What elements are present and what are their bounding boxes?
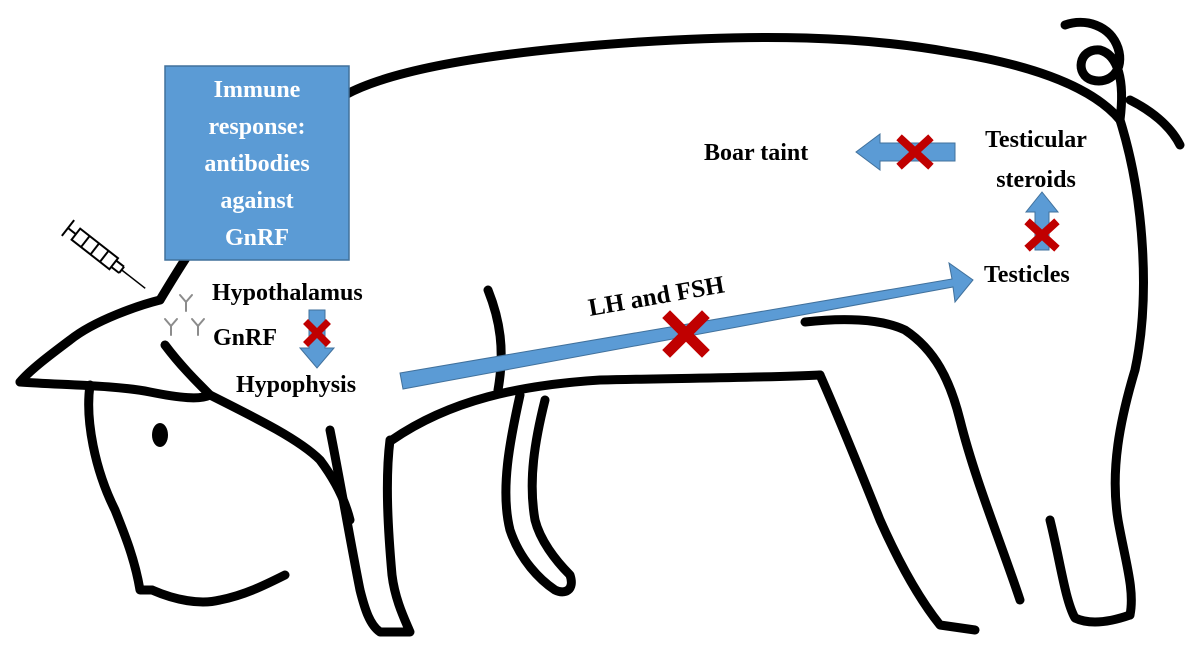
label-testicular-steroids-1: Testicular — [985, 127, 1087, 153]
immune-response-box: Immune response: antibodies against GnRF — [165, 66, 349, 260]
immune-line-5: GnRF — [225, 225, 289, 251]
immune-line-3: antibodies — [204, 151, 309, 177]
pig-face — [89, 385, 152, 590]
label-testicles: Testicles — [984, 262, 1070, 288]
label-hypophysis: Hypophysis — [236, 372, 356, 398]
pig-jaw — [152, 575, 285, 602]
immune-line-1: Immune — [214, 77, 301, 103]
pig-shoulder-line — [488, 290, 501, 390]
pig-belly — [392, 375, 820, 440]
pig-rump-line — [1115, 120, 1143, 615]
pig-front-leg-far — [506, 395, 571, 592]
pig-eye — [152, 423, 168, 447]
arrow-hypothalamus-to-hypophysis — [300, 310, 334, 368]
label-boar-taint: Boar taint — [704, 140, 808, 166]
label-hypothalamus: Hypothalamus — [212, 280, 363, 306]
label-gnrf: GnRF — [213, 325, 277, 351]
immune-line-4: against — [220, 188, 293, 214]
pig-hind-leg-near — [820, 375, 975, 630]
immune-line-2: response: — [209, 114, 306, 140]
antibody-icon — [165, 295, 204, 335]
pig-tail-end — [1130, 100, 1180, 145]
pig-chest — [210, 395, 350, 520]
syringe-icon — [62, 220, 152, 296]
pig-tail — [1065, 22, 1122, 120]
pig-front-leg-near — [330, 430, 410, 632]
pig-hind-leg-far — [805, 320, 1020, 600]
label-testicular-steroids-2: steroids — [996, 167, 1076, 193]
pig-head-top — [20, 300, 160, 382]
